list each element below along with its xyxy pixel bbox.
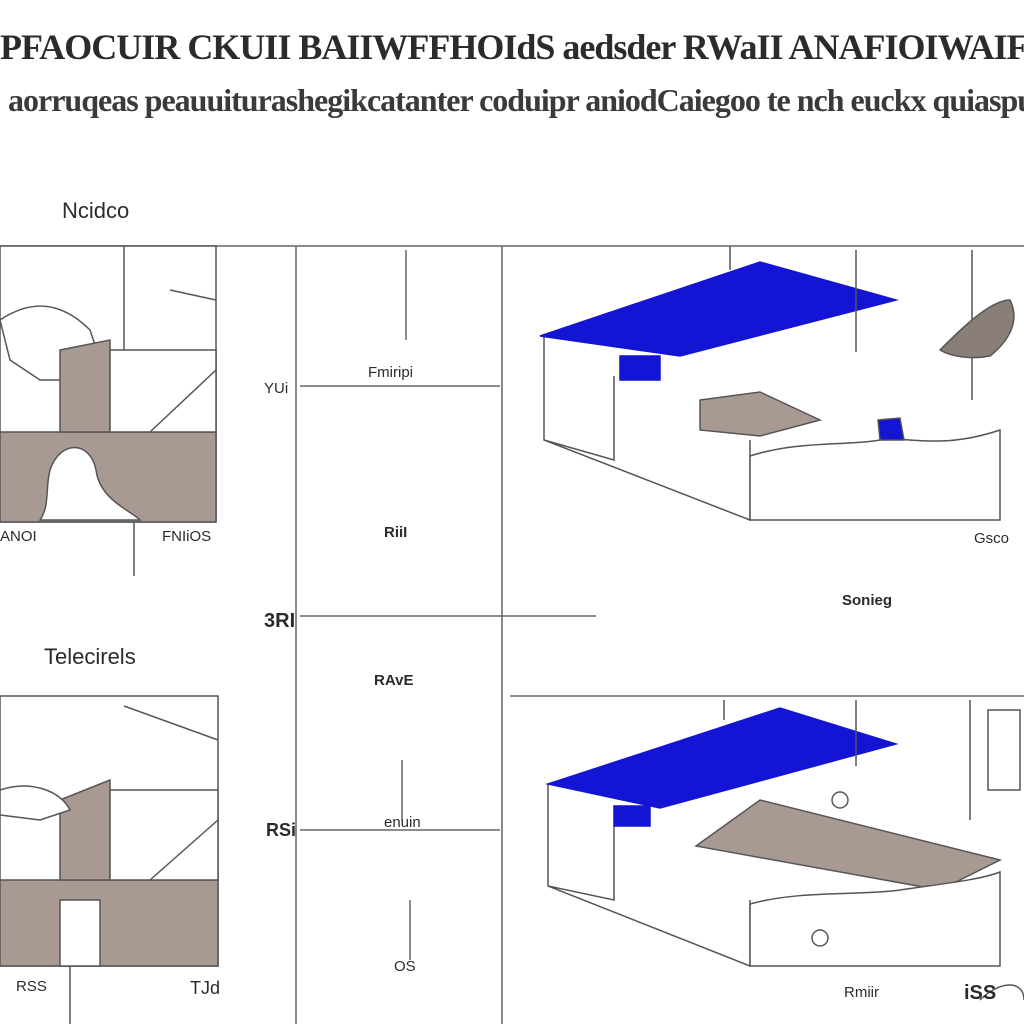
diagram-title-line-2: aorruqeas peauuiturashegikcatanter codui… xyxy=(8,82,1024,118)
label-top-left-b: FNIiOS xyxy=(162,528,212,545)
label-top-left-a: ANOI xyxy=(0,528,37,545)
floor-plan-top xyxy=(0,245,217,576)
label-column-low: RAvE xyxy=(374,672,414,689)
label-bottom-left-a: RSS xyxy=(16,978,47,995)
floor-plan-bottom xyxy=(0,695,219,1024)
axis-label-mid: 3RI xyxy=(264,610,296,632)
label-column-top: Fmiripi xyxy=(368,364,413,381)
iso-label-bottom-right: iSS xyxy=(964,982,997,1004)
isometric-room-bottom xyxy=(545,700,1024,1001)
axis-label-top: YUi xyxy=(264,380,289,397)
axis-label-low: RSi xyxy=(266,820,297,840)
iso-label-mid: Sonieg xyxy=(842,592,893,609)
section-label-top: Ncidco xyxy=(62,198,130,223)
label-column-mid: RiiI xyxy=(384,524,408,541)
diagram-title-line-1: PFAOCUIR CKUII BAIIWFFHOIdS aedsder RWaI… xyxy=(0,27,1024,67)
axis-label-bottom: OS xyxy=(394,958,416,975)
iso-label-right: Gsco xyxy=(974,530,1010,547)
label-bottom-left-b: TJd xyxy=(190,978,221,998)
iso-label-bottom-mid: Rmiir xyxy=(844,984,879,1001)
isometric-room-top xyxy=(539,246,1015,522)
section-label-bottom: Telecirels xyxy=(44,644,136,669)
label-column-bottom: enuin xyxy=(384,814,421,831)
